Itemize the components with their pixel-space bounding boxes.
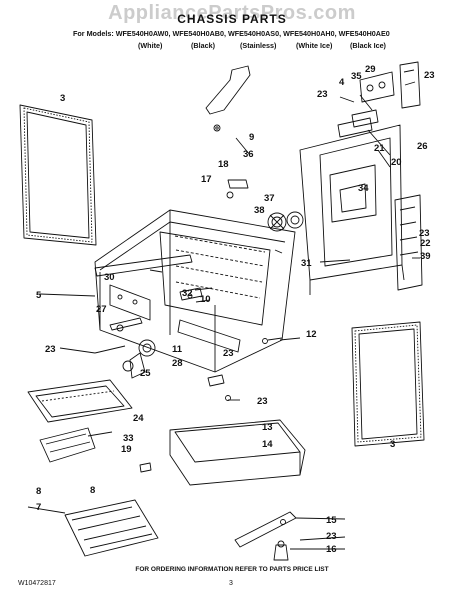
- burner-assembly: [122, 339, 156, 379]
- callout-23-c: 23: [419, 228, 430, 239]
- callout-16: 16: [326, 544, 337, 555]
- watermark: AppliancePartsPros.com: [108, 2, 356, 24]
- callout-23-g: 23: [326, 531, 337, 542]
- callout-24: 24: [133, 413, 144, 424]
- callout-30: 30: [104, 272, 115, 283]
- drawer-slide: [234, 511, 297, 548]
- callout-13: 13: [262, 422, 273, 433]
- oven-chassis: [94, 209, 296, 373]
- callout-11: 11: [172, 344, 183, 355]
- color-black-ice: (Black Ice): [350, 41, 386, 50]
- callout-28: 28: [172, 358, 183, 369]
- door-gasket-left: [19, 104, 97, 246]
- callout-9: 9: [249, 132, 254, 143]
- ordering-footer: FOR ORDERING INFORMATION REFER TO PARTS …: [135, 566, 329, 573]
- models-line: For Models: WFE540H0AW0, WFE540H0AB0, WF…: [73, 29, 390, 38]
- callout-27: 27: [96, 304, 107, 315]
- bake-element: [39, 427, 113, 463]
- vent-bracket: [205, 65, 251, 132]
- callout-23-f: 23: [257, 396, 268, 407]
- screw-17-18: [226, 179, 249, 199]
- callout-37: 37: [264, 193, 275, 204]
- callout-22: 22: [420, 238, 431, 249]
- leveling-leg: [273, 540, 289, 561]
- callout-8-right: 8: [90, 485, 95, 496]
- callout-39: 39: [420, 251, 431, 262]
- callout-35: 35: [351, 71, 362, 82]
- convection-fan: [267, 211, 304, 232]
- callout-3-right: 3: [390, 439, 395, 450]
- color-black: (Black): [191, 41, 215, 50]
- callout-36: 36: [243, 149, 254, 160]
- callout-7: 7: [36, 502, 41, 513]
- broil-probe: [109, 317, 143, 332]
- callout-21: 21: [374, 143, 385, 154]
- terminal-block: [337, 71, 395, 138]
- callout-38: 38: [254, 205, 265, 216]
- rear-panel: [299, 124, 423, 295]
- callout-10: 10: [200, 294, 211, 305]
- top-bracket: [399, 61, 421, 109]
- callout-23-b: 23: [317, 89, 328, 100]
- callout-19: 19: [121, 444, 132, 455]
- callout-26: 26: [417, 141, 428, 152]
- callout-8-left: 8: [36, 486, 41, 497]
- color-stainless: (Stainless): [240, 41, 277, 50]
- callout-17: 17: [201, 174, 212, 185]
- diagram-title: CHASSIS PARTS: [177, 12, 287, 26]
- callout-23-d: 23: [223, 348, 234, 359]
- color-white-ice: (White Ice): [296, 41, 333, 50]
- door-gasket-right: [351, 321, 425, 447]
- callout-20: 20: [391, 157, 402, 168]
- callout-3-left: 3: [60, 93, 65, 104]
- storage-drawer: [169, 419, 306, 486]
- callout-33: 33: [123, 433, 134, 444]
- element-terminal: [179, 287, 203, 301]
- callout-23-a: 23: [424, 70, 435, 81]
- callout-29: 29: [365, 64, 376, 75]
- callout-25: 25: [140, 368, 151, 379]
- callout-15: 15: [326, 515, 337, 526]
- broil-element: [64, 499, 159, 557]
- callout-12: 12: [306, 329, 317, 340]
- document-id: W10472817: [18, 580, 56, 587]
- color-white: (White): [138, 41, 163, 50]
- callout-23-e: 23: [45, 344, 56, 355]
- callout-14: 14: [262, 439, 273, 450]
- callout-31: 31: [301, 258, 312, 269]
- hinge-bar: [94, 254, 193, 277]
- callout-32: 32: [182, 288, 193, 299]
- page-number: 3: [229, 580, 233, 587]
- callout-4: 4: [339, 77, 345, 88]
- callout-5: 5: [36, 290, 42, 301]
- screw-23-line: [94, 345, 126, 354]
- callout-18: 18: [218, 159, 229, 170]
- callout-34: 34: [358, 183, 369, 194]
- broil-pan: [27, 379, 133, 423]
- small-screws: [139, 257, 420, 473]
